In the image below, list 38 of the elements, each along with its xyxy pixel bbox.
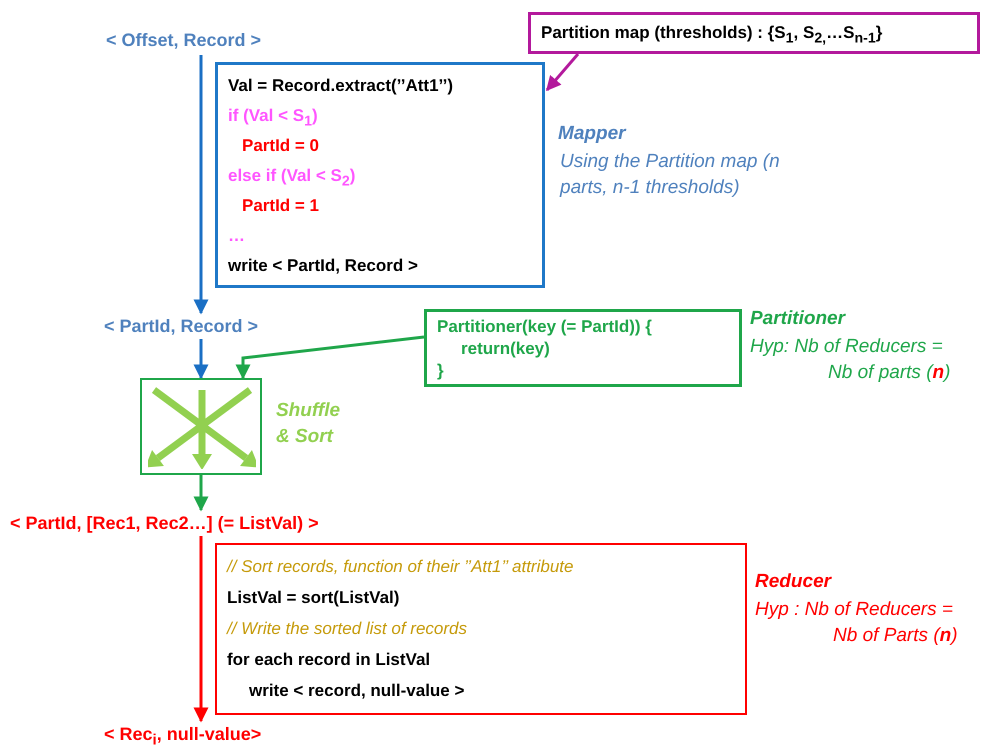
code-line: write < record, null-value >	[248, 680, 464, 702]
role-note: Hyp : Nb of Reducers = Nb of Parts (n)	[755, 598, 959, 648]
role-heading: Reducer	[755, 570, 833, 594]
code-box	[528, 12, 980, 54]
code-line: PartId = 0	[241, 135, 320, 157]
code-line: ListVal = sort(ListVal)	[227, 587, 400, 609]
code-line: }	[437, 360, 444, 382]
role-heading: Partitioner	[750, 307, 847, 331]
code-comment: // Write the sorted list of records	[227, 618, 467, 640]
stream-label: < PartId, [Rec1, Rec2…] (= ListVal) >	[10, 512, 319, 534]
code-line: write < PartId, Record >	[228, 255, 418, 277]
code-line: Partitioner(key (= PartId)) {	[437, 316, 652, 338]
code-box	[215, 62, 545, 288]
code-comment: // Sort records, function of their ’’Att1’’ attribute	[227, 556, 574, 578]
code-line: if (Val < S$_{1}$)	[228, 105, 318, 131]
shuffle-box	[140, 378, 262, 475]
arrow	[194, 536, 208, 722]
code-box	[424, 309, 742, 387]
stream-label: < PartId, Record >	[104, 315, 258, 337]
arrow	[546, 53, 580, 92]
code-line: Val = Record.extract(’’Att1’’)	[228, 75, 454, 97]
role-heading: Mapper	[558, 122, 628, 146]
arrow	[194, 339, 208, 380]
role-heading: Shuffle & Sort	[276, 399, 342, 449]
arrow	[236, 336, 424, 380]
code-line: else if (Val < S$_{2}$)	[228, 165, 356, 191]
code-line: return(key)	[460, 338, 550, 360]
code-line: …	[228, 225, 245, 247]
role-note: Hyp: Nb of Reducers = Nb of parts (n)	[750, 335, 952, 385]
role-note: Using the Partition map (n parts, n-1 thresholds)	[560, 150, 781, 200]
code-line: for each record in ListVal	[227, 649, 430, 671]
code-line: PartId = 1	[241, 195, 320, 217]
stream-label: < Offset, Record >	[106, 29, 262, 51]
code-box	[215, 543, 747, 715]
code-line: Partition map (thresholds) : {S$_{1}$, S$_{2,}$…S$_{n-1}$}	[541, 22, 882, 45]
arrow	[194, 55, 208, 314]
arrow	[194, 475, 208, 512]
stream-label: < Rec$_{i}$, null-value>	[104, 723, 262, 748]
